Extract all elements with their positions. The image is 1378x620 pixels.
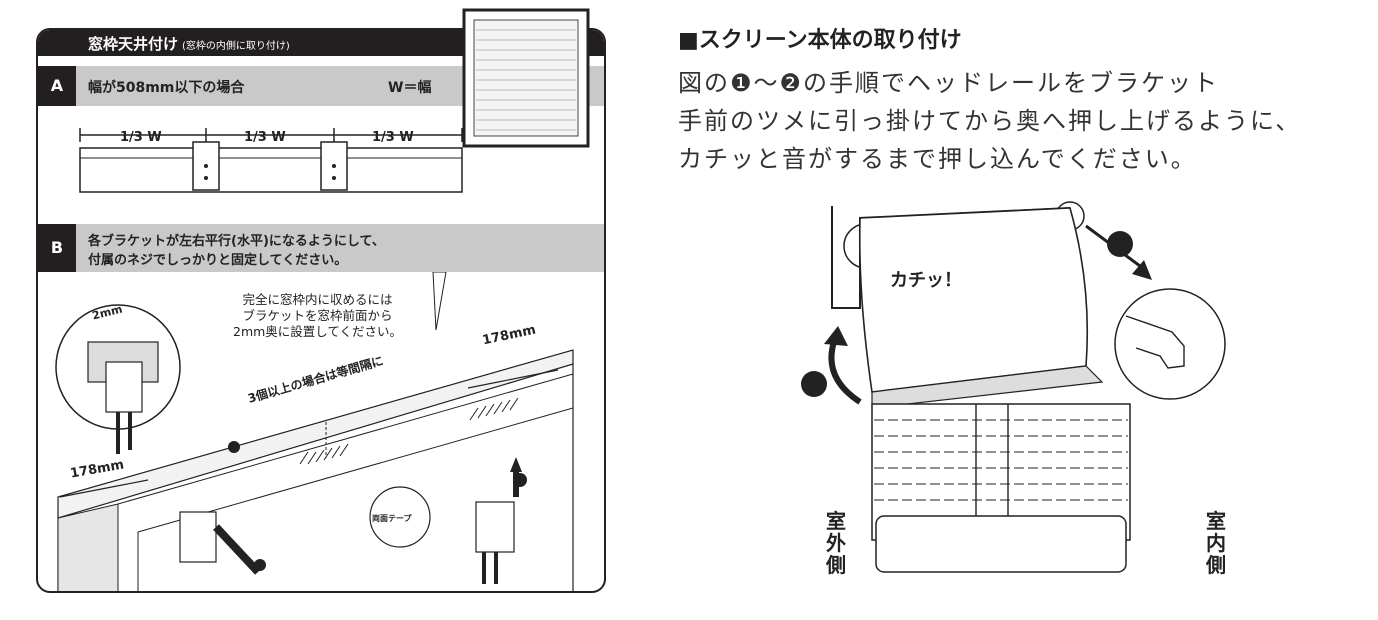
- panel-title: 窓枠天井付け: [88, 35, 178, 53]
- section-b-bar: B 各ブラケットが左右平行(水平)になるようにして、 付属のネジでしっかりと固定…: [38, 224, 604, 272]
- setback-note: 完全に窓枠内に収めるには ブラケットを窓枠前面から 2mm奥に設置してください。: [233, 292, 402, 340]
- third-label-2: 1/3 W: [244, 130, 286, 145]
- section-a-tag: A: [38, 66, 76, 106]
- tape-label: 両面テープ: [372, 513, 412, 524]
- click-label: カチッ！: [890, 266, 962, 292]
- outdoor-side-label: 室 外 側: [825, 510, 847, 576]
- section-b-tag: B: [38, 224, 76, 272]
- indoor-side-label: 室 内 側: [1205, 510, 1227, 576]
- width-label: W＝幅: [388, 77, 431, 97]
- body-line-3: カチッと音がするまで押し込んでください。: [678, 140, 1301, 178]
- screen-install-body: 図の❶〜❷の手順でヘッドレールをブラケット 手前のツメに引っ掛けてから奥へ押し上…: [678, 64, 1301, 178]
- body-line-2: 手前のツメに引っ掛けてから奥へ押し上げるように、: [678, 102, 1301, 140]
- headrail-attach-illustration: [780, 196, 1240, 596]
- screen-install-title: ■スクリーン本体の取り付け: [678, 22, 962, 54]
- headrail-thirds-diagram: [38, 110, 468, 220]
- section-b-line2: 付属のネジでしっかりと固定してください。: [88, 249, 347, 268]
- section-b-line1: 各ブラケットが左右平行(水平)になるようにして、: [88, 230, 385, 249]
- window-blind-thumbnail: [462, 8, 590, 148]
- third-label-1: 1/3 W: [120, 130, 162, 145]
- section-a-label: 幅が508mm以下の場合: [88, 77, 244, 97]
- body-line-1: 図の❶〜❷の手順でヘッドレールをブラケット: [678, 64, 1301, 102]
- panel-title-note: (窓枠の内側に取り付け): [182, 41, 290, 52]
- third-label-3: 1/3 W: [372, 130, 414, 145]
